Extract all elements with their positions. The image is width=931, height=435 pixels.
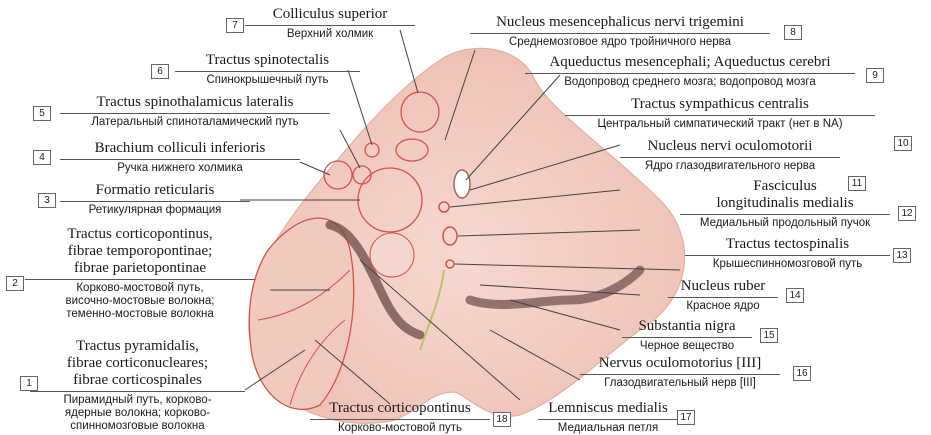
num-18: 18 xyxy=(493,412,511,427)
num-12: 12 xyxy=(898,206,916,221)
num-13: 13 xyxy=(893,248,911,263)
num-6: 6 xyxy=(151,64,169,79)
label-lemniscus-medialis: Lemniscus medialis Медиальная петля xyxy=(538,400,678,435)
label-fasciculus-mlf: Fasciculus longitudinalis medialis Медиа… xyxy=(680,178,890,230)
num-15: 15 xyxy=(760,328,778,343)
num-5: 5 xyxy=(33,106,51,121)
num-4: 4 xyxy=(33,150,51,165)
label-tectospinalis: Tractus tectospinalis Крышеспинномозгово… xyxy=(685,236,890,271)
label-corticopontinus: Tractus corticopontinus Корково-мостовой… xyxy=(310,400,490,435)
label-formatio-reticularis: Formatio reticularis Ретикулярная формац… xyxy=(60,182,250,217)
aqueduct xyxy=(454,170,470,198)
label-colliculus-superior: Colliculus superior Верхний холмик xyxy=(245,6,415,41)
label-brachium: Brachium colliculi inferioris Ручка нижн… xyxy=(60,140,300,175)
num-10: 10 xyxy=(894,136,912,151)
label-nucleus-ruber: Nucleus ruber Красное ядро xyxy=(668,278,778,313)
label-corticopontinus-temporo: Tractus corticopontinus, fibrae temporop… xyxy=(25,226,255,321)
num-8: 8 xyxy=(784,25,802,40)
num-2: 2 xyxy=(6,276,24,291)
label-aqueductus: Aqueductus mesencephali; Aqueductus cere… xyxy=(525,54,855,89)
label-tractus-spinotectalis: Tractus spinotectalis Спинокрышечный пут… xyxy=(175,52,360,87)
label-spinothalamicus: Tractus spinothalamicus lateralis Латера… xyxy=(60,94,330,129)
label-nucleus-mesencephalicus: Nucleus mesencephalicus nervi trigemini … xyxy=(470,14,770,49)
label-nucleus-oculomotorii: Nucleus nervi oculomotorii Ядро глазодви… xyxy=(620,138,840,173)
num-7: 7 xyxy=(226,18,244,33)
num-16: 16 xyxy=(793,366,811,381)
label-substantia-nigra: Substantia nigra Черное вещество xyxy=(622,318,752,353)
num-17: 17 xyxy=(677,410,695,425)
tegmentum-center-ring xyxy=(370,233,414,277)
label-pyramidalis: Tractus pyramidalis, fibrae corticonucle… xyxy=(30,338,245,433)
label-sympathicus: Tractus sympathicus centralis Центральны… xyxy=(565,96,875,131)
label-nervus-oculomotorius: Nervus oculomotorius [III] Глазодвигател… xyxy=(580,355,780,390)
num-3: 3 xyxy=(38,193,56,208)
num-1: 1 xyxy=(20,376,38,391)
num-9: 9 xyxy=(866,68,884,83)
num-14: 14 xyxy=(786,288,804,303)
